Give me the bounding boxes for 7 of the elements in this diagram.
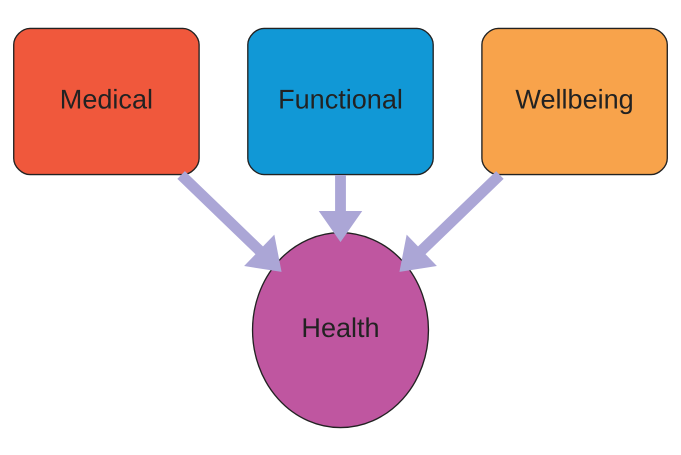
arrow [177, 170, 282, 272]
arrow [318, 174, 362, 242]
node-box: Medical [13, 27, 200, 175]
arrow [399, 170, 504, 272]
node-box: Functional [247, 27, 434, 175]
node-circle: Health [252, 232, 430, 428]
node-box: Wellbeing [481, 27, 668, 175]
